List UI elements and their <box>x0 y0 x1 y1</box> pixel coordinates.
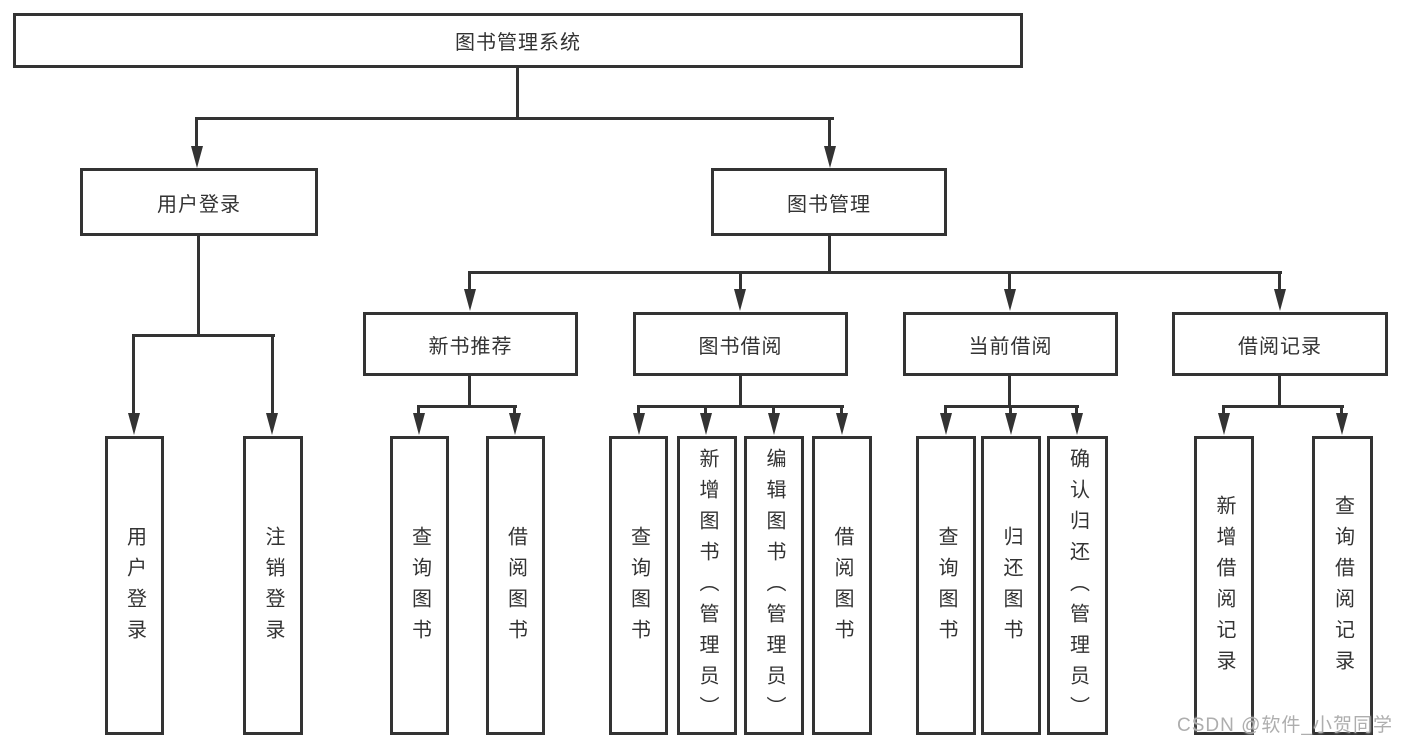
arrowhead-down-icon <box>768 413 780 435</box>
connector-line <box>828 117 831 151</box>
node-cb-confirm-return: 确认归还（管理员） <box>1047 436 1108 735</box>
arrowhead-down-icon <box>734 289 746 311</box>
node-br-query-record: 查询借阅记录 <box>1312 436 1373 735</box>
arrowhead-down-icon <box>464 289 476 311</box>
arrowhead-down-icon <box>1274 289 1286 311</box>
connector-line <box>944 405 947 417</box>
arrowhead-down-icon <box>128 413 140 435</box>
arrowhead-down-icon <box>191 146 203 168</box>
connector-line <box>468 271 1282 274</box>
connector-line <box>468 375 471 407</box>
arrowhead-down-icon <box>413 413 425 435</box>
connector-line <box>828 235 831 274</box>
node-nbr-borrow-books: 借阅图书 <box>486 436 545 735</box>
connector-line <box>637 405 844 408</box>
node-br-add-record: 新增借阅记录 <box>1194 436 1254 735</box>
connector-line <box>739 375 742 407</box>
connector-line <box>772 405 775 417</box>
arrowhead-down-icon <box>1071 413 1083 435</box>
connector-line <box>1009 405 1012 417</box>
connector-line <box>195 117 834 120</box>
arrowhead-down-icon <box>836 413 848 435</box>
connector-line <box>1075 405 1078 417</box>
node-bb-query-books: 查询图书 <box>609 436 668 735</box>
connector-line <box>1222 405 1225 417</box>
connector-line <box>637 405 640 417</box>
arrowhead-down-icon <box>824 146 836 168</box>
connector-line <box>1008 375 1011 407</box>
connector-line <box>1222 405 1344 408</box>
node-current-borrow: 当前借阅 <box>903 312 1118 376</box>
connector-line <box>516 67 519 118</box>
node-new-book-rec: 新书推荐 <box>363 312 578 376</box>
connector-line <box>739 271 742 293</box>
node-bb-add-books: 新增图书（管理员） <box>677 436 737 735</box>
connector-line <box>1278 375 1281 407</box>
connector-line <box>417 405 517 408</box>
connector-line <box>840 405 843 417</box>
arrowhead-down-icon <box>1336 413 1348 435</box>
arrowhead-down-icon <box>509 413 521 435</box>
arrowhead-down-icon <box>1004 289 1016 311</box>
node-user-login-leaf: 用户登录 <box>105 436 164 735</box>
arrowhead-down-icon <box>700 413 712 435</box>
arrowhead-down-icon <box>633 413 645 435</box>
connector-line <box>468 271 471 293</box>
node-bb-edit-books: 编辑图书（管理员） <box>744 436 804 735</box>
arrowhead-down-icon <box>1218 413 1230 435</box>
connector-line <box>513 405 516 417</box>
connector-line <box>132 334 275 337</box>
node-bb-borrow-books: 借阅图书 <box>812 436 872 735</box>
connector-line <box>1008 271 1011 293</box>
connector-line <box>417 405 420 417</box>
connector-line <box>195 117 198 151</box>
connector-line <box>1340 405 1343 417</box>
connector-line <box>132 334 135 416</box>
connector-line <box>1278 271 1281 293</box>
arrowhead-down-icon <box>1005 413 1017 435</box>
node-logout-leaf: 注销登录 <box>243 436 303 735</box>
node-book-borrow: 图书借阅 <box>633 312 848 376</box>
watermark: CSDN @软件_小贺同学 <box>1177 715 1393 736</box>
connector-line <box>197 235 200 336</box>
node-cb-query-books: 查询图书 <box>916 436 976 735</box>
node-root: 图书管理系统 <box>13 13 1023 68</box>
connector-line <box>271 334 274 416</box>
arrowhead-down-icon <box>940 413 952 435</box>
connector-line <box>704 405 707 417</box>
node-book-mgmt: 图书管理 <box>711 168 947 236</box>
node-nbr-query-books: 查询图书 <box>390 436 449 735</box>
node-borrow-records: 借阅记录 <box>1172 312 1388 376</box>
node-cb-return-books: 归还图书 <box>981 436 1041 735</box>
node-user-login: 用户登录 <box>80 168 318 236</box>
arrowhead-down-icon <box>266 413 278 435</box>
